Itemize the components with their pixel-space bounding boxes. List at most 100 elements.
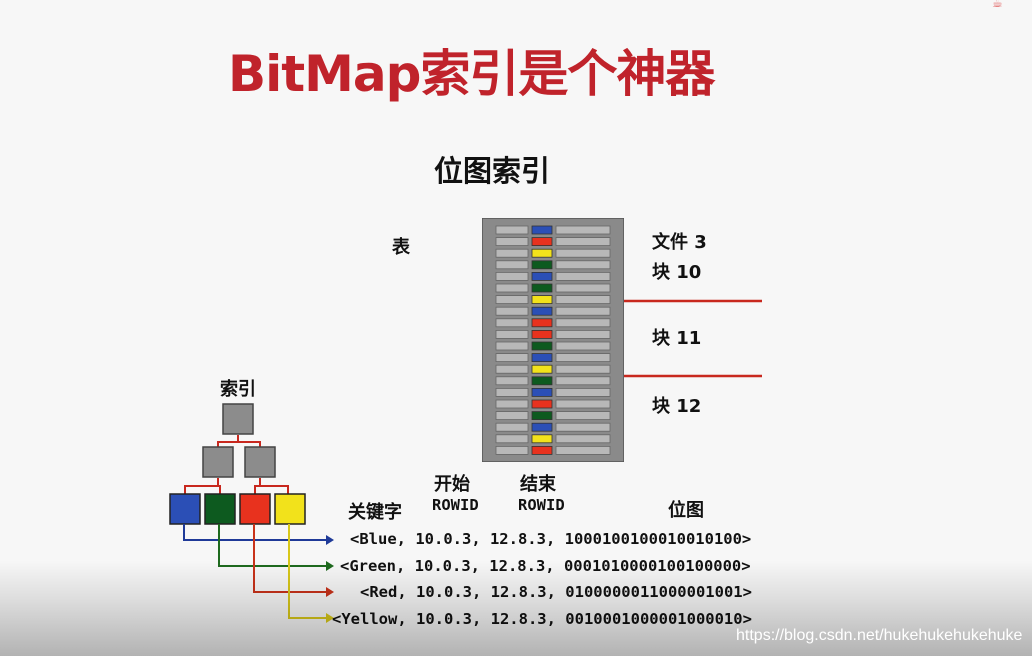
table-row-cell xyxy=(495,353,529,363)
tree-leaf-red xyxy=(239,493,271,525)
table-row-cell xyxy=(555,387,611,397)
table-row-color-cell xyxy=(531,434,553,444)
table-row-color-cell xyxy=(531,353,553,363)
table-row-color-cell xyxy=(531,445,553,455)
table-row-cell xyxy=(555,411,611,421)
index-label: 索引 xyxy=(220,379,256,400)
logo-icon: ☕ xyxy=(992,0,1003,10)
table-row-cell xyxy=(495,283,529,293)
header-end-bottom: ROWID xyxy=(518,496,565,514)
arrow-head-green xyxy=(326,561,334,571)
table-row-cell xyxy=(555,330,611,339)
index-tree xyxy=(169,403,334,623)
table-row-cell xyxy=(495,434,529,444)
watermark: https://blog.csdn.net/hukehukehukehuke xyxy=(736,627,1023,644)
bitmap-entry-yellow: <Yellow, 10.0.3, 12.8.3, 001000100000100… xyxy=(332,610,752,628)
header-start-top: 开始 xyxy=(434,474,470,495)
table-row-color-cell xyxy=(531,272,553,281)
table-row-cell xyxy=(555,353,611,363)
arrow-green xyxy=(218,524,326,567)
arrow-head-yellow xyxy=(326,613,334,623)
table-row-color-cell xyxy=(531,422,553,432)
table-row-cell xyxy=(495,330,529,339)
table-row-color-cell xyxy=(531,248,553,258)
table-row-cell xyxy=(495,306,529,316)
table-row-color-cell xyxy=(531,283,553,293)
table-row-cell xyxy=(555,434,611,444)
arrow-head-blue xyxy=(326,535,334,545)
table-row-cell xyxy=(495,376,529,386)
table-row-cell xyxy=(495,225,529,235)
tree-leaf-yellow xyxy=(274,493,306,525)
table-row-cell xyxy=(555,237,611,247)
table-row-cell xyxy=(495,422,529,432)
bitmap-entry-red: <Red, 10.0.3, 12.8.3, 010000001100000100… xyxy=(360,583,752,601)
table-row-color-cell xyxy=(531,237,553,247)
table-row-cell xyxy=(555,295,611,304)
header-bitmap: 位图 xyxy=(668,500,704,521)
header-end-top: 结束 xyxy=(520,474,556,495)
header-start-bottom: ROWID xyxy=(432,496,479,514)
table-row-color-cell xyxy=(531,295,553,304)
block-dividers xyxy=(624,299,762,378)
arrow-blue xyxy=(183,524,326,541)
table-row-cell xyxy=(555,376,611,386)
table-row-color-cell xyxy=(531,411,553,421)
arrow-red xyxy=(253,524,326,593)
block-label-11: 块 11 xyxy=(652,328,702,349)
table-row-cell xyxy=(495,445,529,455)
table-row-cell xyxy=(495,364,529,374)
table-row-cell xyxy=(495,248,529,258)
table-row-cell xyxy=(555,248,611,258)
header-key: 关键字 xyxy=(348,502,402,523)
table-row-color-cell xyxy=(531,399,553,409)
table-row-cell xyxy=(555,399,611,409)
arrow-head-red xyxy=(326,587,334,597)
table-row-cell xyxy=(495,399,529,409)
table-row-color-cell xyxy=(531,376,553,386)
tree-leaves xyxy=(169,493,306,525)
table-row-cell xyxy=(495,387,529,397)
table-row-color-cell xyxy=(531,318,553,328)
block-label-12: 块 12 xyxy=(652,396,702,417)
table-row-cell xyxy=(555,272,611,281)
page-title: BitMap索引是个神器 xyxy=(228,45,715,103)
table-row-cell xyxy=(495,237,529,247)
table-row-cell xyxy=(555,445,611,455)
tree-connectors xyxy=(184,435,289,494)
table-row-cell xyxy=(555,260,611,270)
block-label-10: 块 10 xyxy=(652,262,702,283)
diagram-subtitle: 位图索引 xyxy=(434,154,551,188)
table-row-cell xyxy=(555,306,611,316)
table-row-cell xyxy=(555,318,611,328)
table-row-cell xyxy=(555,364,611,374)
table-row-cell xyxy=(555,422,611,432)
table-row-color-cell xyxy=(531,225,553,235)
bitmap-entry-green: <Green, 10.0.3, 12.8.3, 0001010000100100… xyxy=(340,557,751,575)
entry-arrows xyxy=(183,524,334,623)
table-row-cell xyxy=(495,272,529,281)
table-row-cell xyxy=(555,341,611,351)
table-row-cell xyxy=(495,260,529,270)
table-rows xyxy=(495,225,611,455)
table-row-color-cell xyxy=(531,387,553,397)
table-row-cell xyxy=(495,411,529,421)
table-row-cell xyxy=(495,295,529,304)
tree-mid-node xyxy=(202,446,234,478)
table-diagram xyxy=(482,218,624,462)
tree-leaf-blue xyxy=(169,493,201,525)
table-row-cell xyxy=(495,318,529,328)
tree-leaf-green xyxy=(204,493,236,525)
bitmap-entry-blue: <Blue, 10.0.3, 12.8.3, 10001001000100101… xyxy=(350,530,752,548)
table-row-cell xyxy=(495,341,529,351)
arrow-yellow xyxy=(288,524,326,619)
table-row-cell xyxy=(555,283,611,293)
table-row-color-cell xyxy=(531,306,553,316)
block-label-file: 文件 3 xyxy=(652,232,707,253)
table-row-color-cell xyxy=(531,341,553,351)
table-row-cell xyxy=(555,225,611,235)
table-label: 表 xyxy=(392,237,410,258)
table-row-color-cell xyxy=(531,330,553,339)
table-row-color-cell xyxy=(531,260,553,270)
